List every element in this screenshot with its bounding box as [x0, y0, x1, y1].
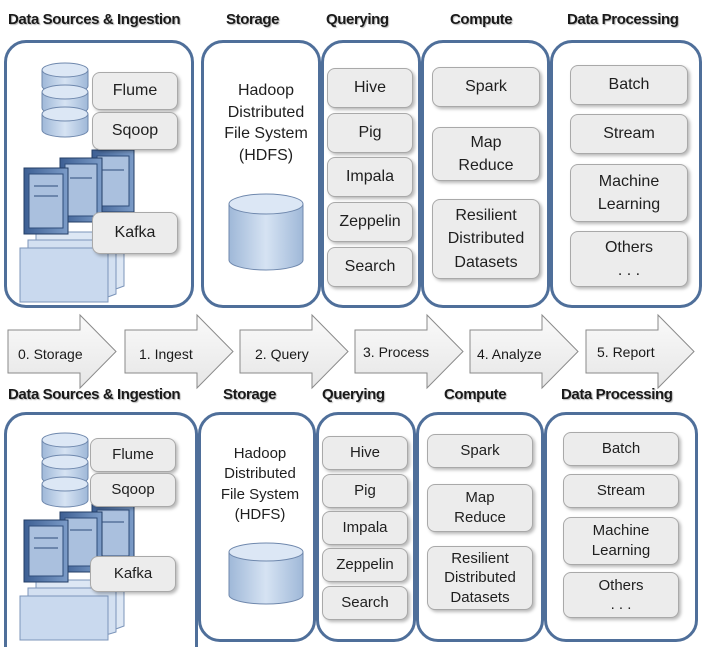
compute-spark-top: Spark [432, 67, 540, 107]
processing-batch-bottom: Batch [563, 432, 679, 466]
header-storage-top: Storage [226, 11, 280, 28]
header-compute-bottom: Compute [444, 386, 507, 403]
tool-sqoop-top: Sqoop [92, 112, 178, 150]
stage-arrow-5 [585, 313, 695, 390]
processing-others-bottom: Others . . . [563, 572, 679, 618]
query-hive-top: Hive [327, 68, 413, 108]
tool-sqoop-bottom: Sqoop [90, 473, 176, 507]
query-pig-top: Pig [327, 113, 413, 153]
processing-stream-bottom: Stream [563, 474, 679, 508]
query-zeppelin-top: Zeppelin [327, 202, 413, 242]
header-querying-top: Querying [326, 11, 389, 28]
stage-report-label: 5. Report [597, 344, 655, 360]
stage-arrow-4 [469, 313, 579, 390]
compute-mapreduce-bottom: Map Reduce [427, 484, 533, 532]
processing-ml-bottom: Machine Learning [563, 517, 679, 565]
header-processing-bottom: Data Processing [561, 386, 673, 403]
header-ingestion-bottom: Data Sources & Ingestion [8, 386, 181, 403]
stage-analyze-label: 4. Analyze [477, 346, 542, 362]
stage-ingest-label: 1. Ingest [139, 346, 193, 362]
tool-flume-bottom: Flume [90, 438, 176, 472]
stage-arrow-1 [124, 313, 234, 390]
stage-storage-label: 0. Storage [18, 346, 83, 362]
tool-kafka-top: Kafka [92, 212, 178, 254]
process-arrows [7, 313, 695, 390]
stage-query-label: 2. Query [255, 346, 309, 362]
storage-hdfs-bottom: Hadoop Distributed File System (HDFS) [220, 445, 300, 523]
query-search-top: Search [327, 247, 413, 287]
stage-arrow-3 [354, 313, 464, 390]
tool-flume-top: Flume [92, 72, 178, 110]
processing-batch-top: Batch [570, 65, 688, 105]
query-hive-bottom: Hive [322, 436, 408, 470]
query-search-bottom: Search [322, 586, 408, 620]
processing-ml-top: Machine Learning [570, 164, 688, 222]
query-zeppelin-bottom: Zeppelin [322, 548, 408, 582]
header-querying-bottom: Querying [322, 386, 385, 403]
processing-stream-top: Stream [570, 114, 688, 154]
stage-arrow-2 [239, 313, 349, 390]
header-storage-bottom: Storage [223, 386, 277, 403]
storage-hdfs-top: Hadoop Distributed File System (HDFS) [224, 82, 308, 164]
stage-arrow-0 [7, 313, 117, 390]
query-pig-bottom: Pig [322, 474, 408, 508]
tool-kafka-bottom: Kafka [90, 556, 176, 592]
header-ingestion-top: Data Sources & Ingestion [8, 11, 181, 28]
header-compute-top: Compute [450, 11, 513, 28]
stage-process-label: 3. Process [363, 344, 430, 360]
query-impala-top: Impala [327, 157, 413, 197]
compute-rdd-bottom: Resilient Distributed Datasets [427, 546, 533, 610]
processing-others-top: Others . . . [570, 231, 688, 287]
header-processing-top: Data Processing [567, 11, 679, 28]
compute-mapreduce-top: Map Reduce [432, 127, 540, 181]
query-impala-bottom: Impala [322, 511, 408, 545]
compute-spark-bottom: Spark [427, 434, 533, 468]
compute-rdd-top: Resilient Distributed Datasets [432, 199, 540, 279]
